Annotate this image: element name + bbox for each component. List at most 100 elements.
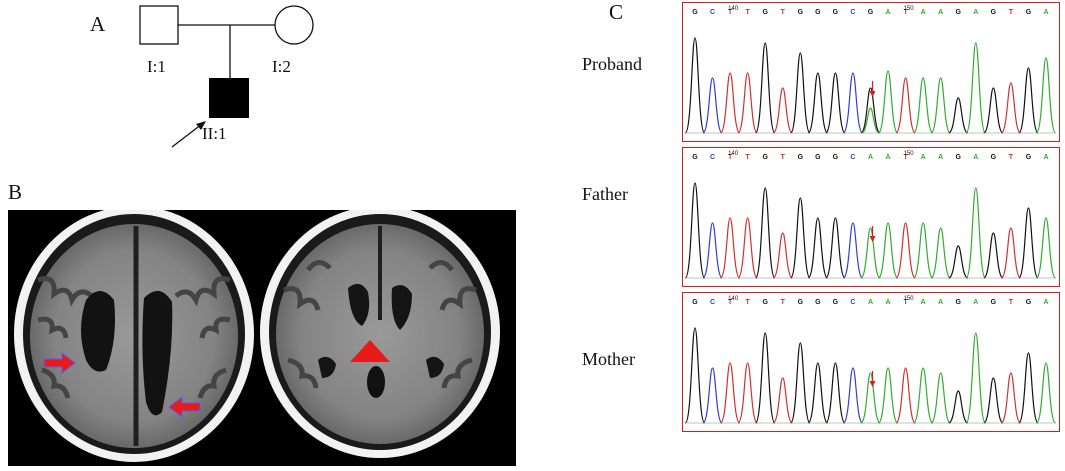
base-call: A [868,299,873,306]
trace-peak [983,87,1004,134]
base-call: T [781,154,786,161]
trace-peak [772,87,793,134]
trace-peak [719,217,741,279]
base-call: G [1026,154,1032,161]
ct-scan-images [14,206,500,462]
base-call: G [833,9,839,16]
base-call: T [746,9,751,16]
trace-peak [807,217,829,279]
trace-peak [754,187,776,279]
trace-peak [684,182,706,279]
track-label-proband: Proband [582,54,642,74]
base-call: T [728,154,733,161]
base-call: G [1026,9,1032,16]
base-call: C [850,9,855,16]
trace-peak [930,77,951,134]
trace-peak [860,372,881,424]
base-call: G [815,299,821,306]
trace-peak [702,222,723,279]
trace-peak [684,37,706,134]
trace-peak [877,367,899,424]
trace-peak [825,72,846,134]
base-call: G [692,154,698,161]
trace-peak-secondary [861,107,880,134]
trace-peak [1018,352,1039,424]
mother-symbol [274,5,314,45]
base-call: G [991,9,997,16]
position-label: 140 [728,151,739,157]
base-call: T [1009,299,1014,306]
base-call: G [833,154,839,161]
base-call: G [762,299,768,306]
trace-peak [1000,227,1022,279]
mutation-arrow-head [869,236,876,242]
proband-label: II:1 [202,124,227,143]
trace-peak [1018,67,1039,134]
base-call: C [710,299,715,306]
trace-peak [702,367,723,424]
trace-peak [912,367,934,424]
proband-arrow-head [196,121,206,130]
base-call: T [728,9,733,16]
base-call: T [746,154,751,161]
base-call: A [921,154,926,161]
trace-peak [948,390,969,424]
base-call: A [938,299,943,306]
ct-triangle-marker [350,340,390,362]
trace-peak [965,187,987,279]
base-call: A [886,9,891,16]
trace-peak [930,227,951,279]
base-call: G [991,154,997,161]
base-call: C [710,9,715,16]
base-call: A [973,9,978,16]
trace-peak [965,42,987,134]
base-call: G [868,9,874,16]
trace-peak [895,77,916,134]
base-call: T [746,299,751,306]
base-call: A [886,299,891,306]
trace-peak [772,232,793,279]
base-call: C [710,154,715,161]
trace-peak [1035,57,1057,134]
trace-peak [702,77,723,134]
position-label: 140 [728,296,739,302]
base-call: G [798,154,804,161]
base-call: T [781,299,786,306]
position-label: 150 [904,6,915,12]
trace-peak [842,367,864,424]
trace-peak [719,72,741,134]
trace-peak [1018,207,1039,279]
base-call: G [956,154,962,161]
base-call: G [815,9,821,16]
base-call: A [1043,9,1048,16]
panel-letter-c: C [609,0,624,24]
ct-slice-right [260,206,500,458]
trace-peak [983,232,1004,279]
ct-arrow-left-1 [43,351,76,375]
trace-peak [860,87,881,134]
base-call: G [692,9,698,16]
position-label: 140 [728,6,739,12]
base-call: A [973,299,978,306]
trace-peak [772,377,793,424]
mother-label: I:2 [272,57,291,76]
ct-slice-left [14,206,254,462]
position-label: 150 [904,151,915,157]
base-call: T [1009,9,1014,16]
trace-peak [719,362,741,424]
base-call: T [903,154,908,161]
base-call: G [956,299,962,306]
base-call: A [938,154,943,161]
trace-peak [912,77,934,134]
trace-peak [948,97,969,134]
father-symbol [139,5,179,45]
mutation-arrow-head [869,381,876,387]
base-call: G [762,154,768,161]
base-call: A [1043,154,1048,161]
track-label-mother: Mother [582,349,635,369]
trace-peak [807,362,829,424]
base-call: C [850,154,855,161]
track-label-father: Father [582,184,628,204]
